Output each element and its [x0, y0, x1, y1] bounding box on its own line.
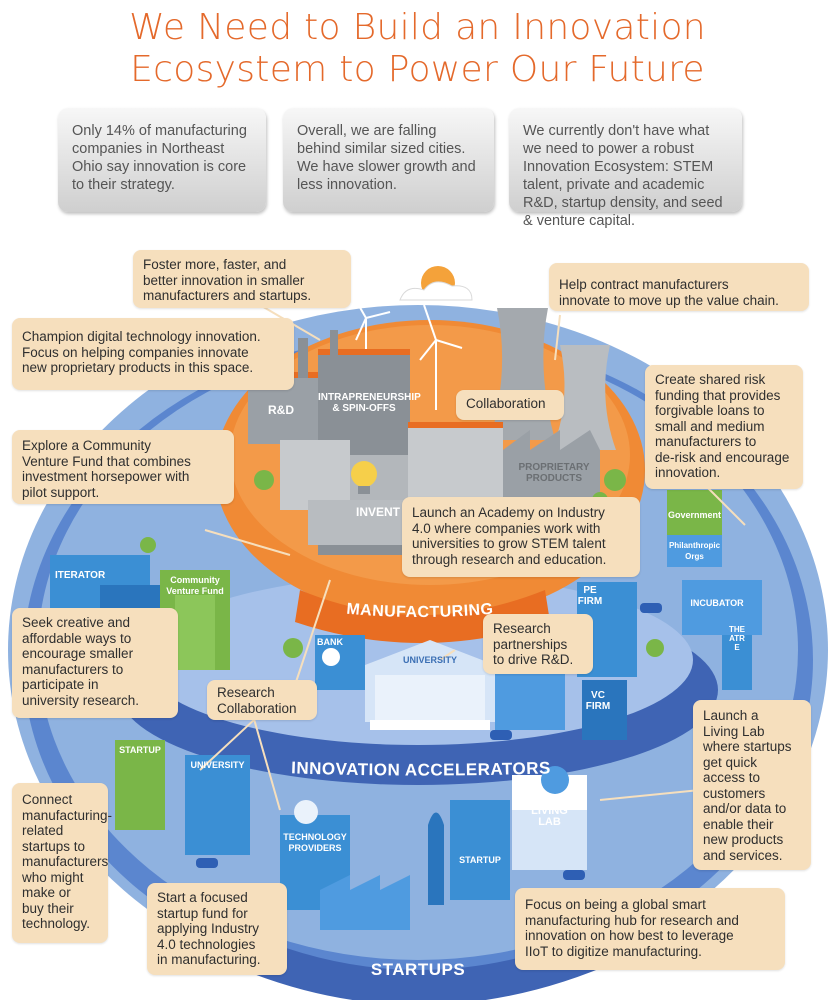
invent-building: [308, 500, 418, 545]
bank-building: [315, 635, 365, 690]
living-lab-label: LIVING LAB: [531, 805, 568, 828]
clock-icon: [322, 648, 340, 666]
incubator-label: INCUBATOR: [690, 598, 744, 608]
philanthropic-label: Philanthropic Orgs: [668, 541, 721, 561]
lightbulb-icon: [351, 461, 377, 487]
bank-label: BANK: [317, 637, 343, 647]
university-center-label: UNIVERSITY: [402, 655, 457, 665]
callout-research-partnerships: Research partnerships to drive R&D.: [483, 614, 593, 674]
startup-left-label: STARTUP: [119, 745, 161, 755]
title-line-2: Ecosystem to Power Our Future: [130, 49, 705, 90]
stat-box-missing-ecosystem: We currently don't have what we need to …: [509, 108, 742, 229]
callout-collaboration: Collaboration: [456, 390, 564, 420]
invent-label: INVENT: [355, 505, 400, 519]
technology-providers-label: TECHNOLOGY PROVIDERS: [283, 832, 347, 853]
intrapreneurship-label: INTRAPRENEURSHIP & SPIN-OFFS: [318, 392, 421, 414]
startup-right-label: STARTUP: [459, 855, 501, 865]
pe-firm-label: PE FIRM: [577, 585, 603, 607]
government-label: Government: [667, 510, 721, 520]
callout-contract-manufacturers: Help contract manufacturers innovate to …: [549, 263, 809, 311]
callout-research-collaboration: Research Collaboration: [207, 680, 317, 720]
university-left-building: [185, 755, 250, 855]
vc-firm-building: [582, 680, 627, 740]
university-left-label: UNIVERSITY: [190, 760, 245, 770]
callout-connect-startups: Connect manufacturing- related startups …: [12, 783, 112, 943]
intrapreneurship-building: [318, 355, 410, 455]
cooling-tower-right: [552, 345, 616, 450]
factory-block-right: [408, 428, 503, 508]
callout-foster-innovation: Foster more, faster, and better innovati…: [133, 250, 351, 308]
government-building: [667, 490, 722, 535]
cloud-icon: [399, 281, 473, 301]
car-icons: [196, 603, 662, 880]
rd-label: R&D: [268, 403, 294, 417]
title-line-1: We Need to Build an Innovation: [129, 7, 706, 48]
iterator-label: ITERATOR: [55, 570, 106, 581]
callout-shared-risk-funding: Create shared risk funding that provides…: [645, 365, 803, 489]
manufacturing-band-label: MANUFACTURING: [346, 601, 494, 621]
theatre-label: THEATRE: [729, 625, 745, 652]
stat-box-innovation-core: Only 14% of manufacturing companies in N…: [58, 108, 266, 212]
startups-band-label: STARTUPS: [370, 960, 466, 979]
factory-block-left: [280, 440, 350, 510]
callout-startup-fund: Start a focused startup fund for applyin…: [147, 883, 287, 975]
vc-firm-label: VC FIRM: [585, 690, 611, 712]
factory-row-lower: [320, 875, 410, 930]
callout-industry-academy: Launch an Academy on Industry 4.0 where …: [402, 497, 640, 577]
startup-left-building: [115, 740, 165, 830]
community-venture-fund-label: Community Venture Fund: [166, 575, 224, 596]
innovation-accelerators-label: INNOVATION ACCELERATORS: [291, 758, 551, 779]
callout-global-hub: Focus on being a global smart manufactur…: [515, 888, 785, 970]
startups-band: [220, 930, 620, 1000]
proprietary-products-label: PROPRIETARY PRODUCTS: [518, 462, 590, 484]
startup-right-building: [450, 800, 510, 900]
callout-university-research: Seek creative and affordable ways to enc…: [12, 608, 178, 718]
callout-living-lab: Launch a Living Lab where startups get q…: [693, 700, 811, 870]
callout-digital-technology: Champion digital technology innovation. …: [12, 318, 294, 390]
rocket-icon: [428, 812, 444, 905]
philanthropic-building: [667, 535, 722, 567]
callout-community-venture-fund: Explore a Community Venture Fund that co…: [12, 430, 234, 504]
gear-icon: [541, 766, 569, 794]
proprietary-products-building: [503, 430, 600, 505]
stat-box-falling-behind: Overall, we are falling behind similar s…: [283, 108, 494, 212]
incubator-building: [682, 580, 762, 635]
